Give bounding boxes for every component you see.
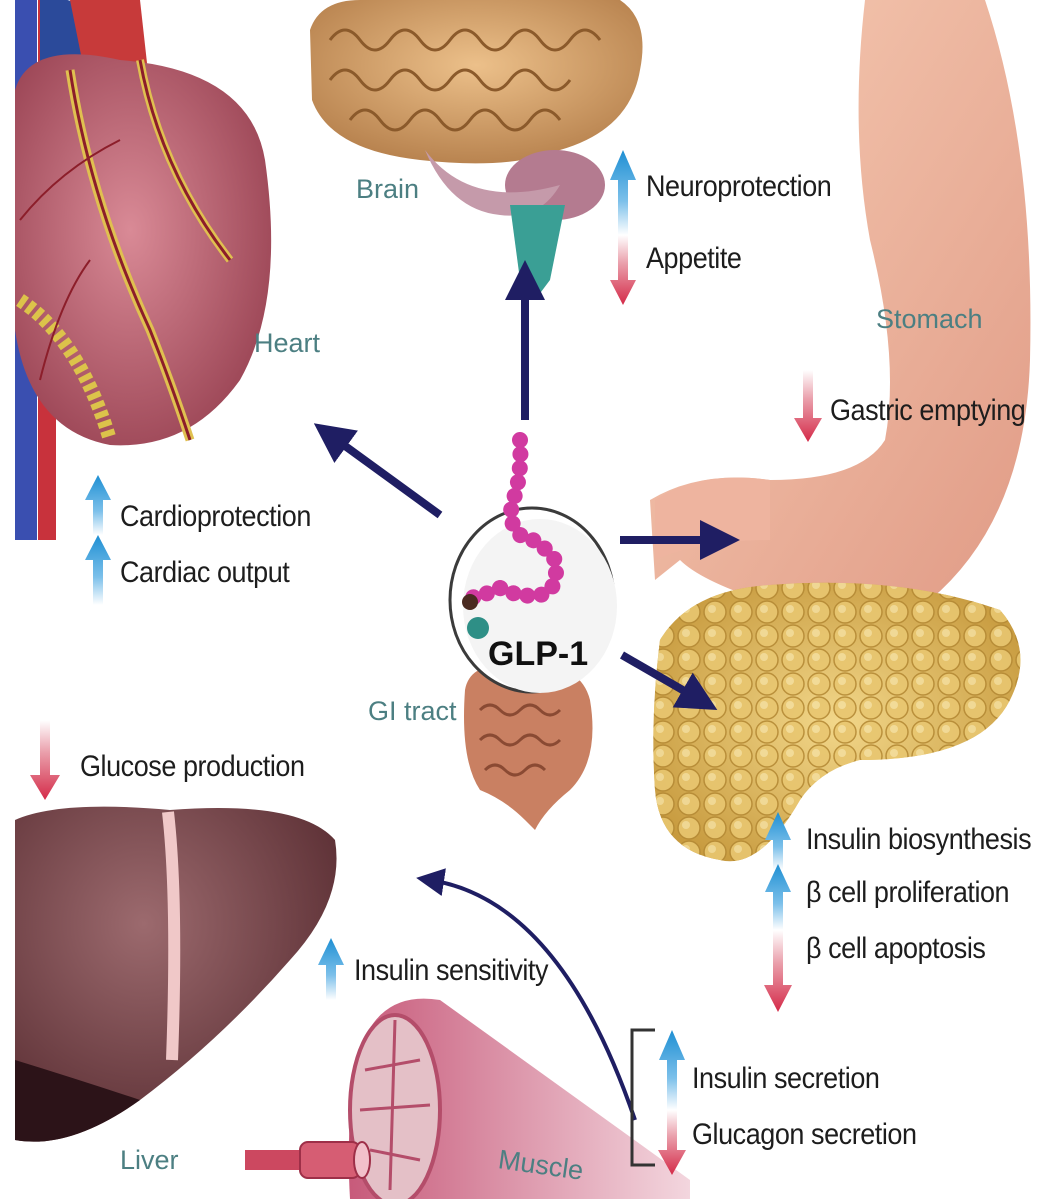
liver-illustration xyxy=(15,807,337,1142)
up-arrow-icon xyxy=(610,150,636,235)
up-arrow-icon xyxy=(659,1030,685,1110)
up-arrow-icon xyxy=(318,938,344,1000)
heart-illustration xyxy=(15,0,271,540)
effect-insulin-biosynthesis: Insulin biosynthesis xyxy=(806,825,1031,855)
effect-glucagon-secretion: Glucagon secretion xyxy=(692,1120,917,1150)
up-arrow-icon xyxy=(765,864,791,930)
down-arrow-icon xyxy=(30,720,60,800)
effect-cardiac-output: Cardiac output xyxy=(120,558,289,588)
down-arrow-icon xyxy=(764,930,792,1012)
brain-label: Brain xyxy=(356,176,419,203)
up-arrow-icon xyxy=(85,475,111,535)
effect-insulin-sensitivity: Insulin sensitivity xyxy=(354,956,548,986)
down-arrow-icon xyxy=(794,370,822,442)
down-arrow-icon xyxy=(610,235,636,305)
effect-glucose-production: Glucose production xyxy=(80,752,305,782)
arrow-to-heart xyxy=(330,435,440,515)
effect-cardioprotection: Cardioprotection xyxy=(120,502,311,532)
effect-gastric-emptying: Gastric emptying xyxy=(830,396,1025,426)
effect-beta-cell-apoptosis: β cell apoptosis xyxy=(806,934,985,964)
liver-label: Liver xyxy=(120,1147,179,1174)
up-arrow-icon xyxy=(85,535,111,605)
effect-neuroprotection: Neuroprotection xyxy=(646,172,831,202)
heart-label: Heart xyxy=(254,330,320,357)
gi-tract-label: GI tract xyxy=(368,698,457,725)
effect-appetite: Appetite xyxy=(646,244,741,274)
effect-beta-cell-proliferation: β cell proliferation xyxy=(806,878,1009,908)
effect-insulin-secretion: Insulin secretion xyxy=(692,1064,879,1094)
pancreas-illustration xyxy=(653,583,1020,861)
muscle-illustration xyxy=(245,999,690,1199)
stomach-label: Stomach xyxy=(876,306,983,333)
glp1-label: GLP-1 xyxy=(488,637,588,671)
brain-illustration xyxy=(310,0,643,300)
